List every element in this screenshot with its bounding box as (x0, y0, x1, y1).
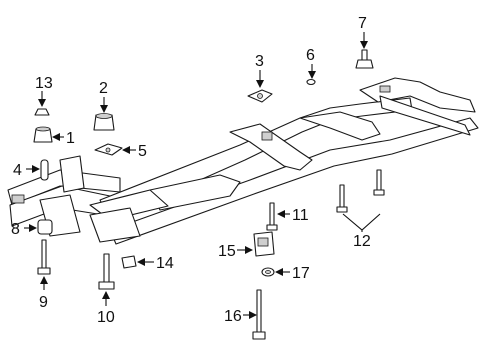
part-8-bushing (37, 219, 53, 235)
callout-8: 8 (11, 221, 20, 238)
vehicle-frame (7, 77, 479, 245)
callout-17: 17 (292, 265, 310, 282)
part-3-bracket (247, 89, 273, 103)
leader-lines (24, 32, 381, 319)
part-14-nut (121, 255, 137, 269)
callout-13: 13 (35, 75, 53, 92)
part-15-mount (253, 231, 275, 257)
part-9-bolt (37, 239, 51, 275)
callout-7: 7 (358, 15, 367, 32)
callout-9: 9 (39, 294, 48, 311)
callout-10: 10 (97, 309, 115, 326)
part-7-stud (355, 49, 374, 69)
callout-14: 14 (156, 255, 174, 272)
callout-4: 4 (13, 162, 22, 179)
part-5-plate (94, 143, 123, 156)
part-17-nut (261, 267, 275, 277)
part-6-washer (306, 78, 316, 86)
callout-15: 15 (218, 243, 236, 260)
callout-5: 5 (138, 143, 147, 160)
callout-labels: 1 2 3 4 5 6 7 8 9 10 11 12 13 14 15 16 1… (11, 15, 371, 326)
part-4-pin (40, 159, 49, 181)
callout-3: 3 (255, 53, 264, 70)
callout-2: 2 (99, 80, 108, 97)
part-2-body-mount (93, 113, 115, 131)
part-11-bolt (266, 202, 278, 231)
callout-16: 16 (224, 308, 242, 325)
part-13-nut (34, 108, 50, 116)
callout-11: 11 (292, 207, 309, 224)
part-12-bolts (336, 169, 385, 213)
part-16-bolt (252, 289, 266, 340)
callout-12: 12 (353, 233, 371, 250)
callout-1: 1 (66, 130, 75, 147)
callout-6: 6 (306, 47, 315, 64)
part-1-body-mount (33, 126, 53, 143)
part-10-bolt (98, 253, 115, 290)
